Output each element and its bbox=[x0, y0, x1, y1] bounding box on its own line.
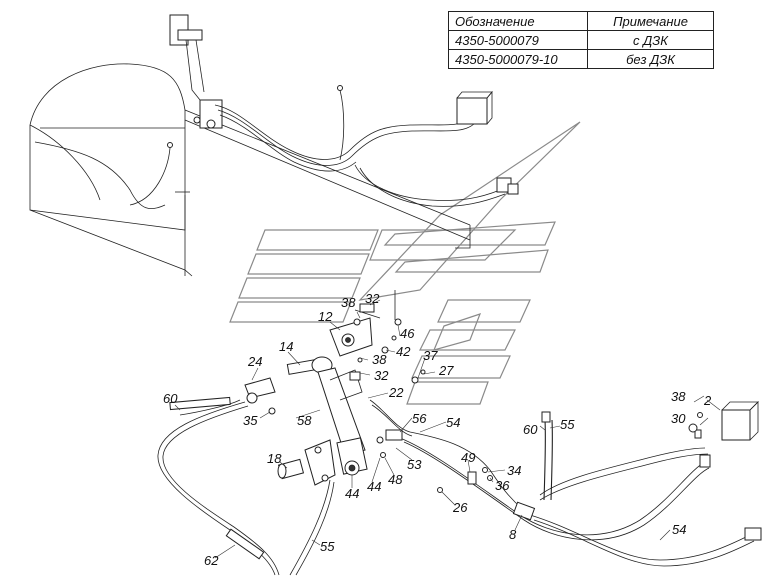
callout-label: 24 bbox=[247, 354, 262, 369]
callout-label: 46 bbox=[400, 326, 415, 341]
callout-label: 34 bbox=[507, 463, 521, 478]
callout-label: 38 bbox=[341, 295, 356, 310]
callout-label: 38 bbox=[671, 389, 686, 404]
callout-label: 35 bbox=[243, 413, 258, 428]
bracket-12 bbox=[329, 290, 397, 357]
column-header-designation: Обозначение bbox=[448, 11, 588, 31]
callout-label: 37 bbox=[423, 348, 438, 363]
callout-label: 58 bbox=[297, 413, 312, 428]
callout-label: 42 bbox=[396, 344, 411, 359]
callout-label: 30 bbox=[671, 411, 686, 426]
designation-cell: 4350-5000079 bbox=[448, 30, 588, 50]
callout-label: 44 bbox=[345, 486, 359, 501]
upper-bracket bbox=[169, 14, 223, 129]
note-cell: без ДЗК bbox=[587, 49, 714, 69]
callout-label: 60 bbox=[163, 391, 178, 406]
table-header-row: Обозначение Примечание bbox=[448, 11, 714, 31]
callout-label: 2 bbox=[703, 393, 712, 408]
hoses-right bbox=[369, 399, 762, 567]
callout-label: 36 bbox=[495, 478, 510, 493]
callout-label: 22 bbox=[388, 385, 404, 400]
callout-label: 62 bbox=[204, 553, 219, 568]
callout-label: 8 bbox=[509, 527, 517, 542]
callout-label: 26 bbox=[452, 500, 468, 515]
leader-lines bbox=[174, 299, 721, 559]
callout-label: 48 bbox=[388, 472, 403, 487]
upper-hoses bbox=[129, 85, 519, 207]
hose-55 bbox=[157, 396, 335, 576]
note-cell: с ДЗК bbox=[587, 30, 714, 50]
callout-label: 55 bbox=[560, 417, 575, 432]
callout-label: 27 bbox=[438, 363, 454, 378]
lever-44 bbox=[277, 439, 336, 486]
table-row: 4350-5000079 с ДЗК bbox=[448, 30, 714, 50]
callout-labels: 38 32 12 46 14 42 38 37 24 32 27 22 60 3… bbox=[163, 291, 712, 568]
callout-label: 55 bbox=[320, 539, 335, 554]
cylinder-58 bbox=[286, 356, 368, 476]
designation-cell: 4350-5000079-10 bbox=[448, 49, 588, 69]
fittings bbox=[268, 318, 536, 521]
callout-label: 49 bbox=[461, 450, 475, 465]
callout-label: 32 bbox=[365, 291, 380, 306]
upper-frame bbox=[29, 63, 471, 277]
valve-box-2 bbox=[688, 401, 759, 441]
callout-label: 54 bbox=[672, 522, 686, 537]
table-row: 4350-5000079-10 без ДЗК bbox=[448, 49, 714, 69]
callout-label: 38 bbox=[372, 352, 387, 367]
callout-label: 56 bbox=[412, 411, 427, 426]
lever-24 bbox=[179, 377, 276, 416]
callout-label: 18 bbox=[267, 451, 282, 466]
callout-label: 44 bbox=[367, 479, 381, 494]
callout-label: 32 bbox=[374, 368, 389, 383]
column-header-note: Примечание bbox=[587, 11, 714, 31]
callout-label: 12 bbox=[318, 309, 333, 324]
callout-label: 53 bbox=[407, 457, 422, 472]
callout-label: 60 bbox=[523, 422, 538, 437]
watermark-logo-icon bbox=[229, 121, 581, 405]
callout-label: 14 bbox=[279, 339, 293, 354]
designation-table: Обозначение Примечание 4350-5000079 с ДЗ… bbox=[448, 11, 714, 69]
callout-label: 54 bbox=[446, 415, 460, 430]
